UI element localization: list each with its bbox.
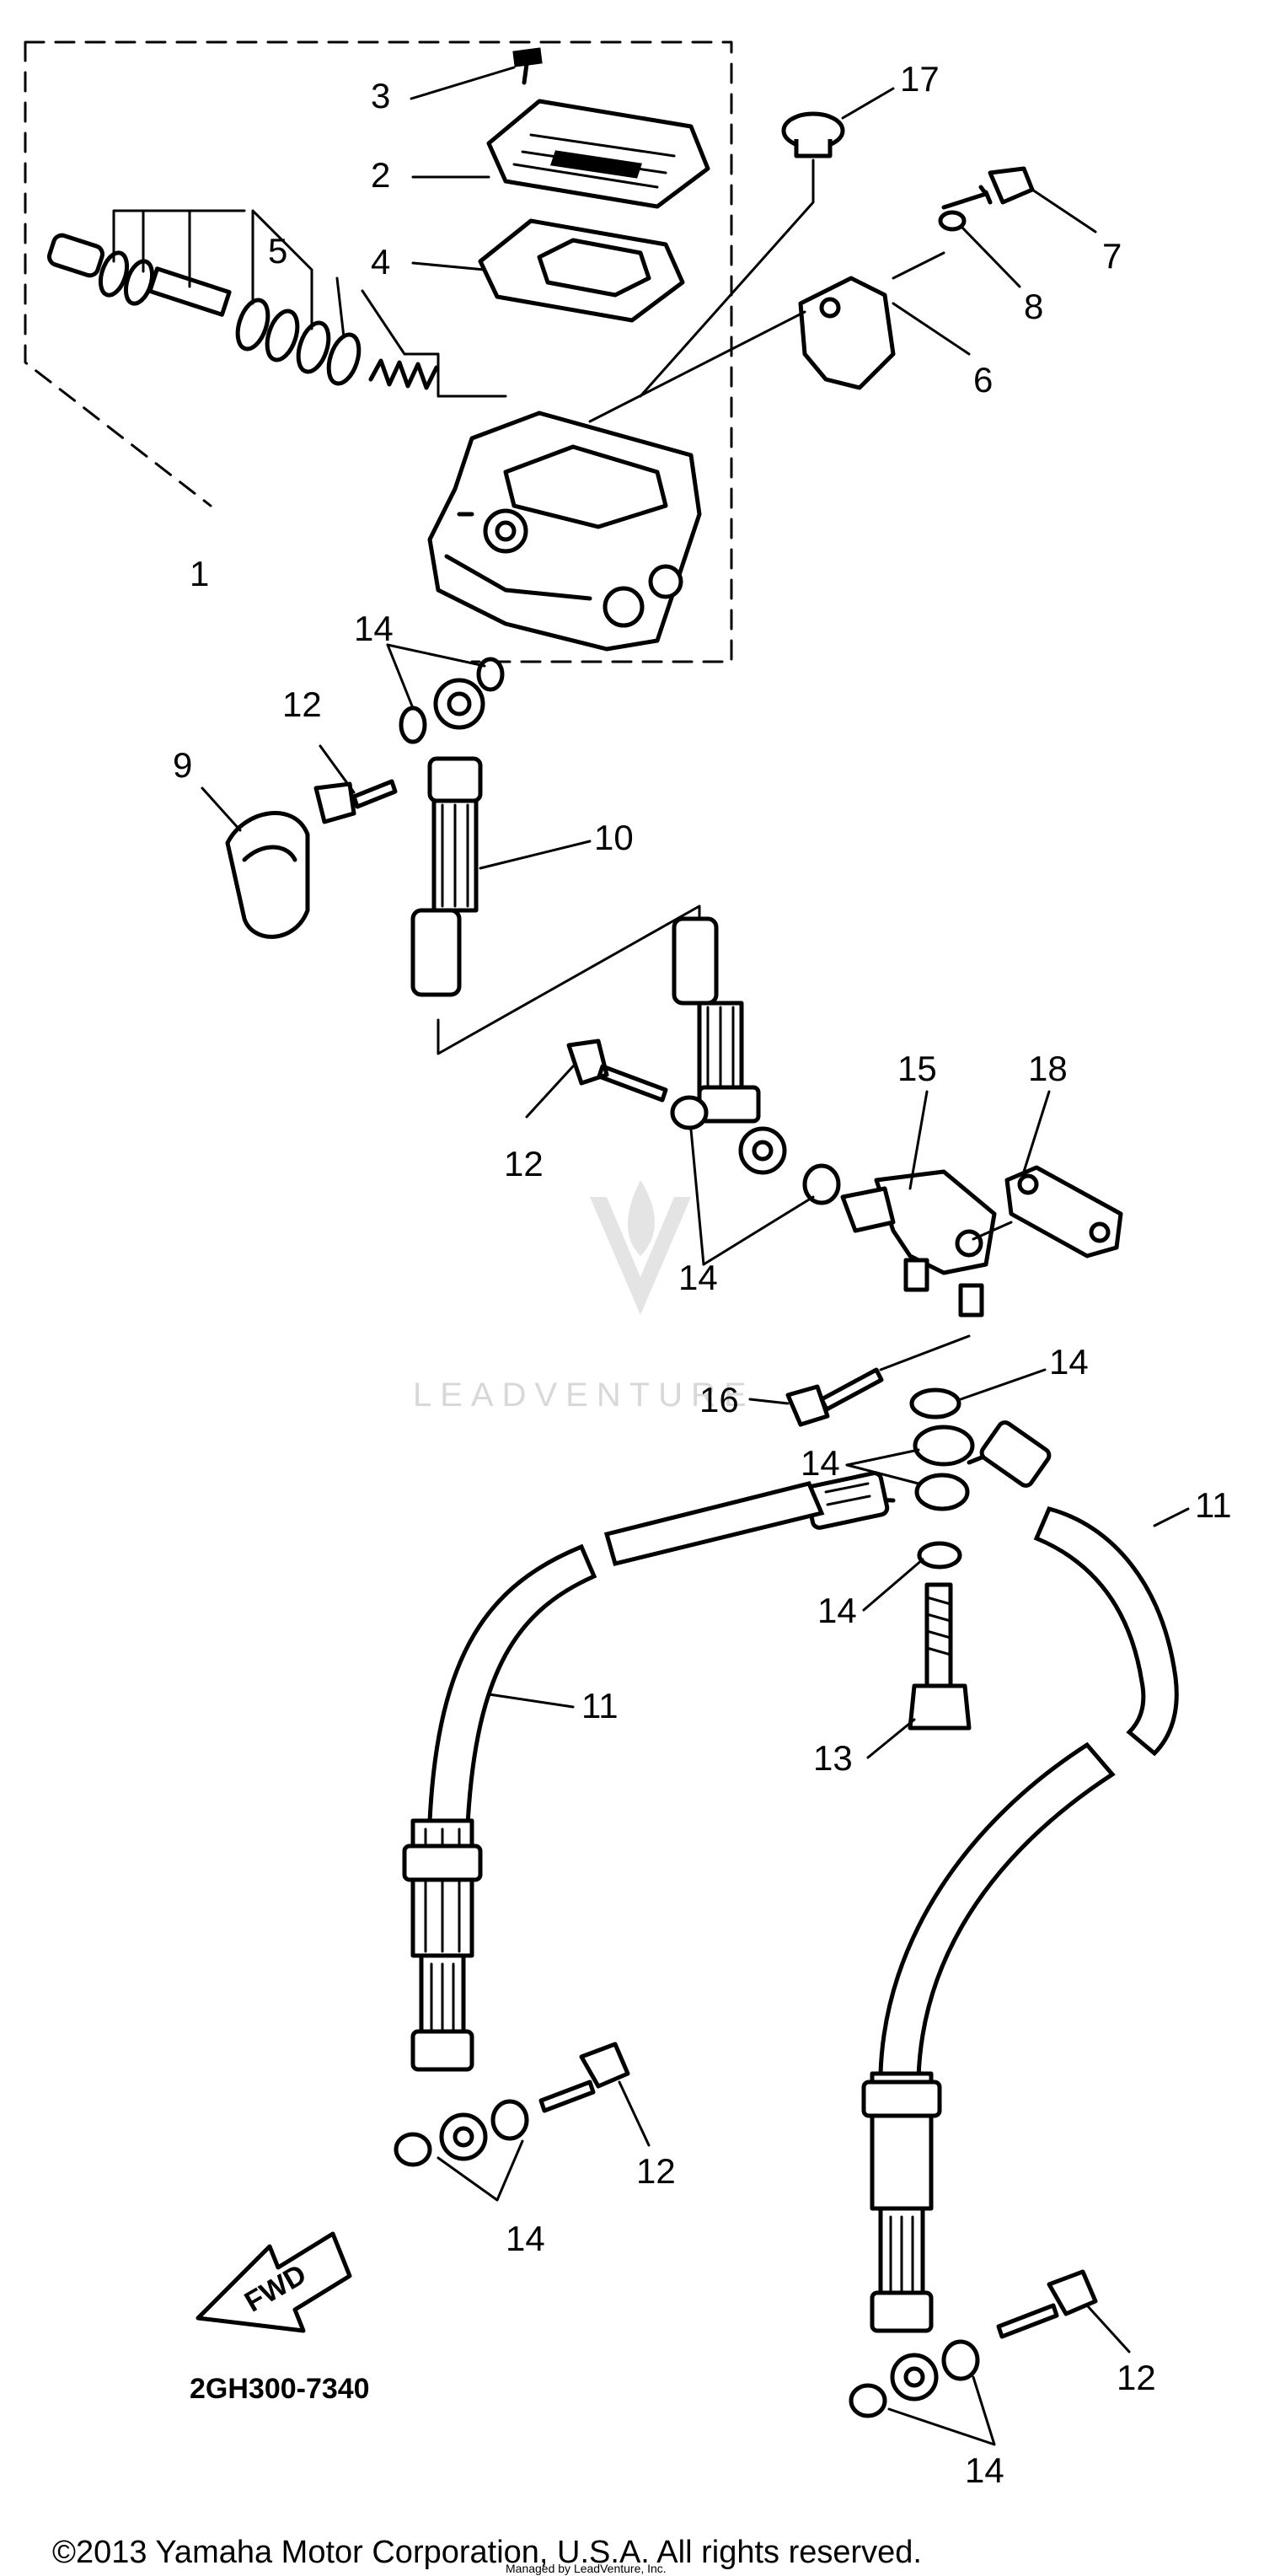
fwd-arrow: FWD bbox=[195, 2231, 352, 2333]
part-14-washers-lower-right bbox=[849, 2339, 996, 2446]
callout-8: 8 bbox=[1024, 287, 1043, 326]
assembly-box bbox=[24, 40, 733, 663]
part-7-bolt bbox=[941, 166, 1035, 210]
callout-5: 5 bbox=[268, 231, 287, 271]
callout-3: 3 bbox=[371, 76, 390, 115]
part-18-plate bbox=[972, 1165, 1123, 1258]
part-12-bolt-lower-left bbox=[538, 2042, 630, 2113]
copyright-notice: ©2013 Yamaha Motor Corporation, U.S.A. A… bbox=[52, 2535, 922, 2570]
callout-14a: 14 bbox=[354, 609, 394, 648]
part-14-washers-lower-left bbox=[394, 2099, 529, 2202]
callout-10: 10 bbox=[594, 818, 634, 857]
part-14-washers-middle bbox=[670, 1095, 841, 1205]
callout-1: 1 bbox=[190, 554, 209, 593]
part-12-bolt-middle bbox=[566, 1038, 668, 1103]
part-15-joint bbox=[840, 1169, 997, 1318]
leader-lines bbox=[201, 66, 1190, 2353]
callout-4: 4 bbox=[371, 242, 390, 282]
part-5-piston-kit bbox=[47, 209, 440, 398]
callout-14c: 14 bbox=[1049, 1342, 1089, 1382]
callout-12c: 12 bbox=[636, 2151, 676, 2191]
callout-15: 15 bbox=[897, 1049, 937, 1088]
diagram-code: 2GH300-7340 bbox=[190, 2373, 370, 2405]
callout-12d: 12 bbox=[1117, 2358, 1156, 2397]
callout-14d: 14 bbox=[801, 1443, 840, 1483]
part-6-holder bbox=[588, 251, 945, 423]
part-12-bolt-lower-right bbox=[996, 2269, 1098, 2339]
part-14-washers-stack bbox=[909, 1387, 975, 1570]
callout-14g: 14 bbox=[965, 2450, 1004, 2490]
part-2-reservoir-cap bbox=[486, 99, 710, 209]
callout-12b: 12 bbox=[504, 1144, 544, 1183]
callout-9: 9 bbox=[173, 745, 192, 785]
part-4-diaphragm bbox=[478, 218, 685, 323]
part-10-hose-lower bbox=[672, 916, 787, 1175]
part-16-bolt bbox=[785, 1334, 971, 1427]
callout-13: 13 bbox=[813, 1738, 853, 1778]
callout-14e: 14 bbox=[817, 1591, 857, 1630]
part-9-boot bbox=[225, 811, 310, 939]
callout-14f: 14 bbox=[506, 2219, 545, 2258]
leadventure-watermark: LEADVENTURE bbox=[413, 1180, 755, 1414]
part-3-screw bbox=[512, 47, 543, 85]
callout-18: 18 bbox=[1028, 1049, 1068, 1088]
watermark-text: LEADVENTURE bbox=[413, 1377, 755, 1414]
part-10-hose-upper bbox=[410, 678, 701, 1055]
callouts: 3 2 4 5 1 17 7 8 6 14 12 9 10 12 14 15 1… bbox=[173, 59, 1232, 2490]
callout-16: 16 bbox=[699, 1380, 739, 1419]
callout-7: 7 bbox=[1102, 236, 1122, 276]
callout-6: 6 bbox=[973, 360, 993, 400]
part-13-union-bolt bbox=[908, 1582, 972, 1731]
part-1-master-cylinder-body bbox=[427, 411, 702, 652]
part-11-left-hose bbox=[402, 1471, 896, 2161]
callout-2: 2 bbox=[371, 155, 390, 195]
callout-14b: 14 bbox=[678, 1258, 718, 1297]
callout-17: 17 bbox=[900, 59, 940, 99]
callout-12a: 12 bbox=[282, 684, 322, 724]
callout-11a: 11 bbox=[1195, 1485, 1232, 1525]
part-14-washers-top bbox=[399, 657, 505, 744]
callout-11b: 11 bbox=[581, 1686, 619, 1725]
part-12-bolt-top bbox=[313, 779, 398, 824]
managed-by-note: Managed by LeadVenture, Inc. bbox=[506, 2562, 667, 2575]
part-17-cap bbox=[437, 111, 845, 398]
part-11-right-hose bbox=[861, 1420, 1179, 2402]
part-8-washer bbox=[938, 210, 967, 232]
